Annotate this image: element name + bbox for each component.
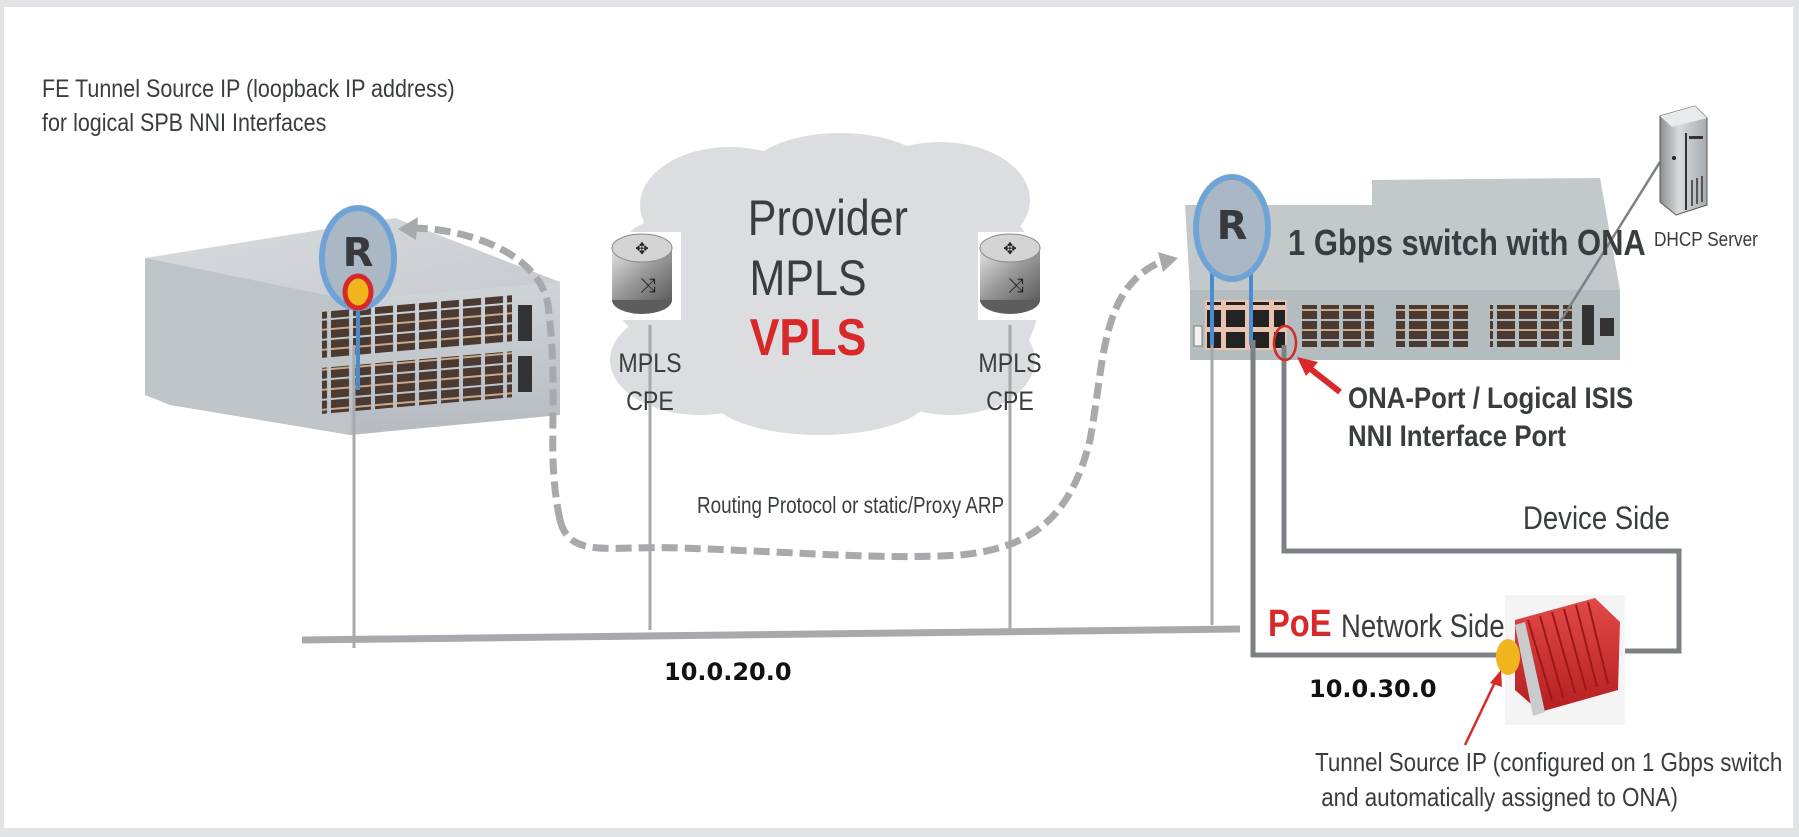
right-switch-title: 1 Gbps switch with ONA (1288, 222, 1646, 263)
routing-arrowhead-right (1158, 252, 1178, 272)
mpls-cpe-right-router-icon: ✥ ⤨ (978, 232, 1046, 320)
subnet-10-0-20-0-line (301, 625, 1241, 644)
tunnel-source-caption-line2: and automatically assigned to ONA) (1315, 782, 1678, 812)
left-router-badge (319, 205, 397, 311)
svg-text:⤨: ⤨ (1008, 275, 1024, 297)
routing-arrowhead-left (398, 217, 418, 240)
tunnel-source-arrowhead (1490, 670, 1502, 687)
subnet-right-label: 10.0.30.0 (1309, 675, 1437, 703)
cloud-title-vpls: VPLS (749, 309, 867, 367)
loopback-caption-line2: for logical SPB NNI Interfaces (42, 109, 327, 137)
poe-label: PoE (1268, 603, 1332, 645)
svg-text:✥: ✥ (1003, 241, 1016, 258)
routing-path-right (556, 258, 1162, 561)
routing-path-left (409, 224, 564, 521)
right-switch-chassis (1185, 178, 1620, 360)
right-router-badge-label: R (1216, 203, 1248, 249)
tunnel-source-caption-line1: Tunnel Source IP (configured on 1 Gbps s… (1315, 747, 1783, 777)
device-side-label: Device Side (1523, 500, 1670, 536)
left-router-badge-label: R (342, 230, 374, 276)
cloud-title-provider: Provider (747, 190, 908, 246)
subnet-left-label: 10.0.20.0 (664, 658, 792, 686)
dhcp-server-label: DHCP Server (1654, 229, 1758, 251)
cpe-right-line2: CPE (986, 386, 1034, 416)
cpe-right-line1: MPLS (978, 348, 1042, 378)
ona-tunnel-source-dot (1496, 639, 1520, 675)
loopback-caption-line1: FE Tunnel Source IP (loopback IP address… (42, 75, 455, 103)
ona-port-arrowhead (1297, 357, 1318, 376)
cpe-left-line1: MPLS (618, 348, 682, 378)
cpe-left-label: MPLS CPE (616, 344, 685, 420)
ona-port-label: ONA-Port / Logical ISIS NNI Interface Po… (1348, 380, 1633, 456)
dhcp-link (1558, 161, 1662, 323)
network-side-wire (1250, 340, 1500, 658)
ona-device-icon (1505, 595, 1625, 725)
dhcp-server-icon (1659, 105, 1708, 216)
loopback-caption: FE Tunnel Source IP (loopback IP address… (42, 72, 455, 140)
svg-text:✥: ✥ (635, 241, 648, 258)
ona-port-label-line2: NNI Interface Port (1348, 420, 1566, 453)
mpls-cpe-left-router-icon: ✥ ⤨ (607, 232, 681, 320)
tunnel-source-caption: Tunnel Source IP (configured on 1 Gbps s… (1315, 745, 1782, 815)
svg-text:⤨: ⤨ (640, 275, 656, 297)
ona-port-label-line1: ONA-Port / Logical ISIS (1348, 382, 1634, 415)
cpe-right-label: MPLS CPE (976, 344, 1045, 420)
routing-protocol-label: Routing Protocol or static/Proxy ARP (697, 492, 1005, 518)
cloud-title-mpls: MPLS (749, 250, 867, 306)
left-tunnel-source-dot (342, 273, 374, 311)
right-router-badge (1193, 174, 1271, 282)
tunnel-source-arrow (1463, 677, 1499, 746)
ona-port-highlight (1272, 324, 1298, 362)
device-side-wire (1281, 345, 1682, 654)
cpe-left-line2: CPE (626, 386, 674, 416)
network-side-label: Network Side (1341, 608, 1505, 644)
